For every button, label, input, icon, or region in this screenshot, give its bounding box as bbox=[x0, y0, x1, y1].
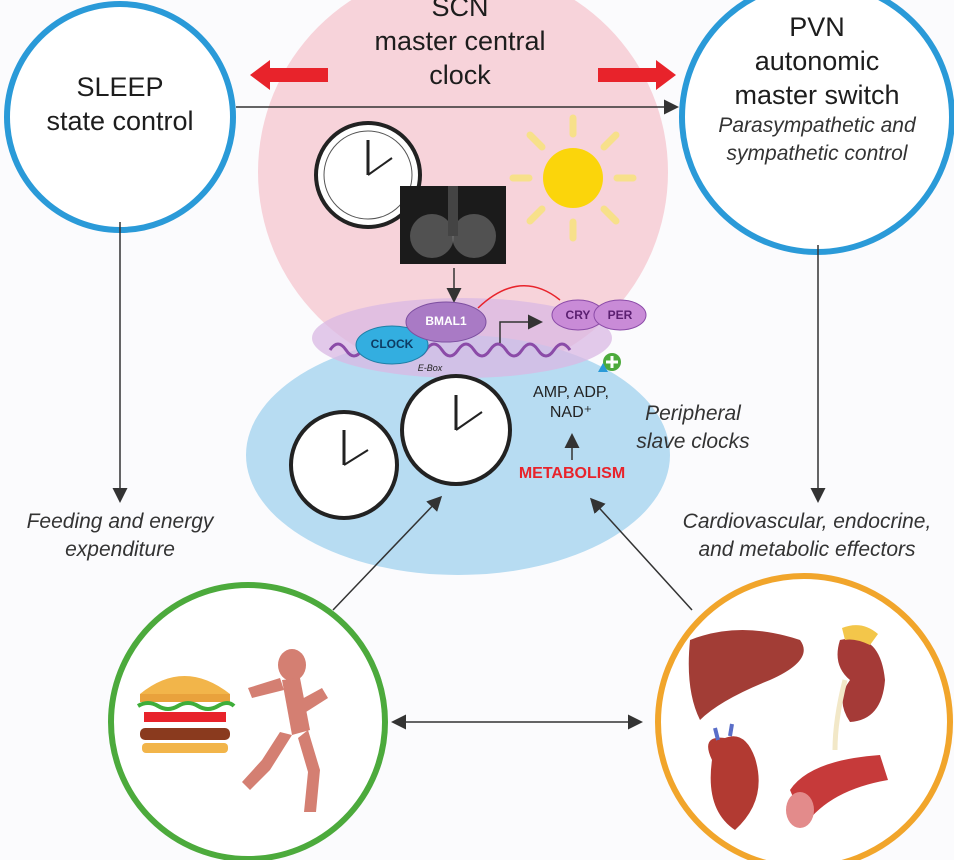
organs-to-metabolism-arrow bbox=[589, 497, 693, 611]
scn-line1: SCN bbox=[431, 0, 489, 22]
clock-label: CLOCK bbox=[370, 337, 414, 351]
feeding-line1: Feeding and energy bbox=[26, 510, 214, 533]
cry-label: CRY bbox=[565, 308, 591, 322]
per-protein bbox=[593, 299, 647, 331]
sleep-line2: state control bbox=[46, 106, 194, 136]
triangle-icon bbox=[598, 363, 608, 372]
red-arrow-left bbox=[250, 60, 328, 90]
feedback-arrow bbox=[477, 285, 561, 309]
metabolites-line2: NAD⁺ bbox=[549, 404, 593, 421]
effectors-label: Cardiovascular, endocrine, and metabolic… bbox=[660, 508, 954, 564]
heart-icon bbox=[708, 723, 759, 830]
scn-line3: clock bbox=[429, 60, 491, 90]
pvn-ring bbox=[679, 0, 954, 255]
pvn-sub2: sympathetic control bbox=[726, 142, 908, 165]
feeding-label: Feeding and energy expenditure bbox=[0, 508, 240, 564]
scn-clock-icon bbox=[314, 121, 422, 229]
blood-vessel-icon bbox=[786, 755, 888, 828]
peripheral-line2: slave clocks bbox=[636, 430, 750, 453]
lifestyle-to-clock-arrow bbox=[332, 495, 443, 611]
pvn-line1: PVN bbox=[789, 12, 845, 42]
peripheral-clock-small-icon bbox=[289, 410, 399, 520]
pvn-line2: autonomic bbox=[754, 46, 880, 76]
effectors-line2: and metabolic effectors bbox=[698, 538, 916, 561]
liver-icon bbox=[688, 630, 804, 720]
peripheral-title: Peripheral slave clocks bbox=[618, 400, 768, 456]
metabolites-line1: AMP, ADP, bbox=[533, 384, 609, 401]
transcription-arrow bbox=[499, 314, 543, 343]
pvn-sub1: Parasympathetic and bbox=[718, 114, 916, 137]
bmal1-protein bbox=[405, 301, 487, 343]
metabolites-label: AMP, ADP, NAD⁺ bbox=[516, 383, 626, 423]
runner-anatomy-icon bbox=[242, 649, 328, 812]
clock-protein bbox=[355, 325, 429, 365]
peripheral-clock-large-icon bbox=[400, 374, 512, 486]
per-label: PER bbox=[607, 308, 633, 322]
scn-line2: master central bbox=[374, 26, 546, 56]
sleep-title: SLEEP state control bbox=[10, 70, 230, 138]
burger-icon bbox=[136, 676, 236, 753]
pvn-line3: master switch bbox=[734, 80, 900, 110]
sun-icon bbox=[509, 114, 637, 242]
scn-title: SCN master central clock bbox=[320, 0, 600, 92]
ebox-label: E-Box bbox=[417, 363, 443, 373]
kidney-icon bbox=[832, 625, 885, 751]
peripheral-line1: Peripheral bbox=[645, 402, 741, 425]
pvn-title: PVN autonomic master switch Parasympathe… bbox=[682, 10, 952, 168]
red-arrow-right bbox=[598, 60, 676, 90]
bmal1-label: BMAL1 bbox=[425, 314, 467, 328]
metabolism-label: METABOLISM bbox=[518, 465, 626, 482]
feeding-line2: expenditure bbox=[65, 538, 175, 561]
sleep-line1: SLEEP bbox=[76, 72, 164, 102]
effectors-line1: Cardiovascular, endocrine, bbox=[682, 510, 932, 533]
